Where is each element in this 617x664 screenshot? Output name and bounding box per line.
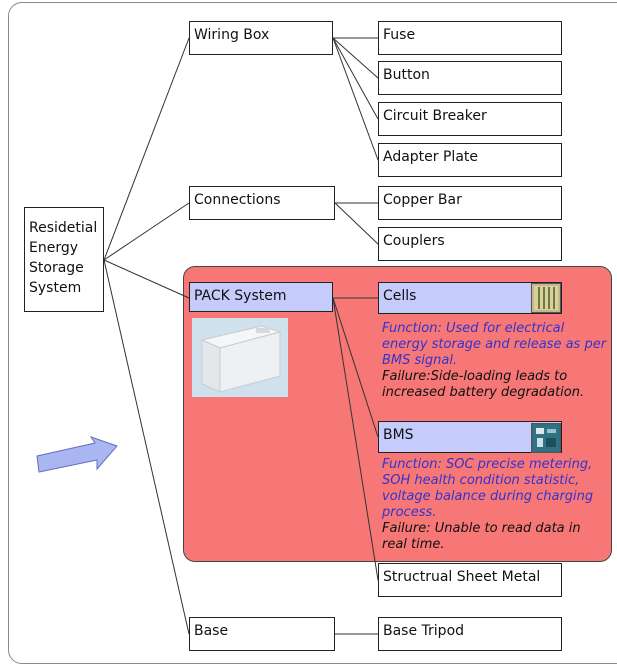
cells-failure-text: Failure:Side-loading leads to increased …	[382, 369, 585, 400]
connector-connections-couplers	[334, 202, 379, 245]
connector-root-wiring	[103, 37, 190, 261]
node-adapter-plate: Adapter Plate	[378, 143, 562, 177]
connector-pack-bms	[332, 297, 379, 438]
connector-wiring-breaker	[332, 37, 379, 120]
cells-description: Function: Used for electrical energy sto…	[382, 321, 607, 401]
connector-pack-sheetmetal	[332, 297, 379, 581]
node-couplers: Couplers	[378, 227, 562, 261]
node-base: Base	[189, 617, 335, 651]
node-connections: Connections	[189, 186, 335, 220]
node-base-tripod: Base Tripod	[378, 617, 562, 651]
connector-root-pack	[103, 259, 190, 299]
node-circuit-breaker: Circuit Breaker	[378, 102, 562, 136]
node-structural-sheet-metal: Structrual Sheet Metal	[378, 563, 562, 597]
circuit-board-image	[531, 423, 561, 453]
node-copper-bar: Copper Bar	[378, 186, 562, 220]
cells-function-text: Function: Used for electrical energy sto…	[382, 321, 607, 368]
node-wiring-box: Wiring Box	[189, 21, 333, 55]
node-pack-system: PACK System	[189, 282, 333, 312]
bms-description: Function: SOC precise metering, SOH heal…	[382, 457, 607, 553]
connector-root-connections	[103, 202, 190, 261]
battery-pack-image	[192, 318, 288, 397]
battery-cells-image	[531, 283, 561, 313]
connector-wiring-button	[332, 37, 379, 79]
bms-failure-text: Failure: Unable to read data in real tim…	[382, 521, 581, 552]
pack-system-panel	[183, 266, 612, 562]
node-fuse: Fuse	[378, 21, 562, 55]
connector-root-base	[103, 259, 190, 635]
bms-function-text: Function: SOC precise metering, SOH heal…	[382, 457, 594, 520]
connector-wiring-adapter	[332, 37, 379, 161]
node-button: Button	[378, 61, 562, 95]
root-node: Residetial Energy Storage System	[24, 207, 104, 312]
right-arrow-icon	[36, 436, 118, 473]
